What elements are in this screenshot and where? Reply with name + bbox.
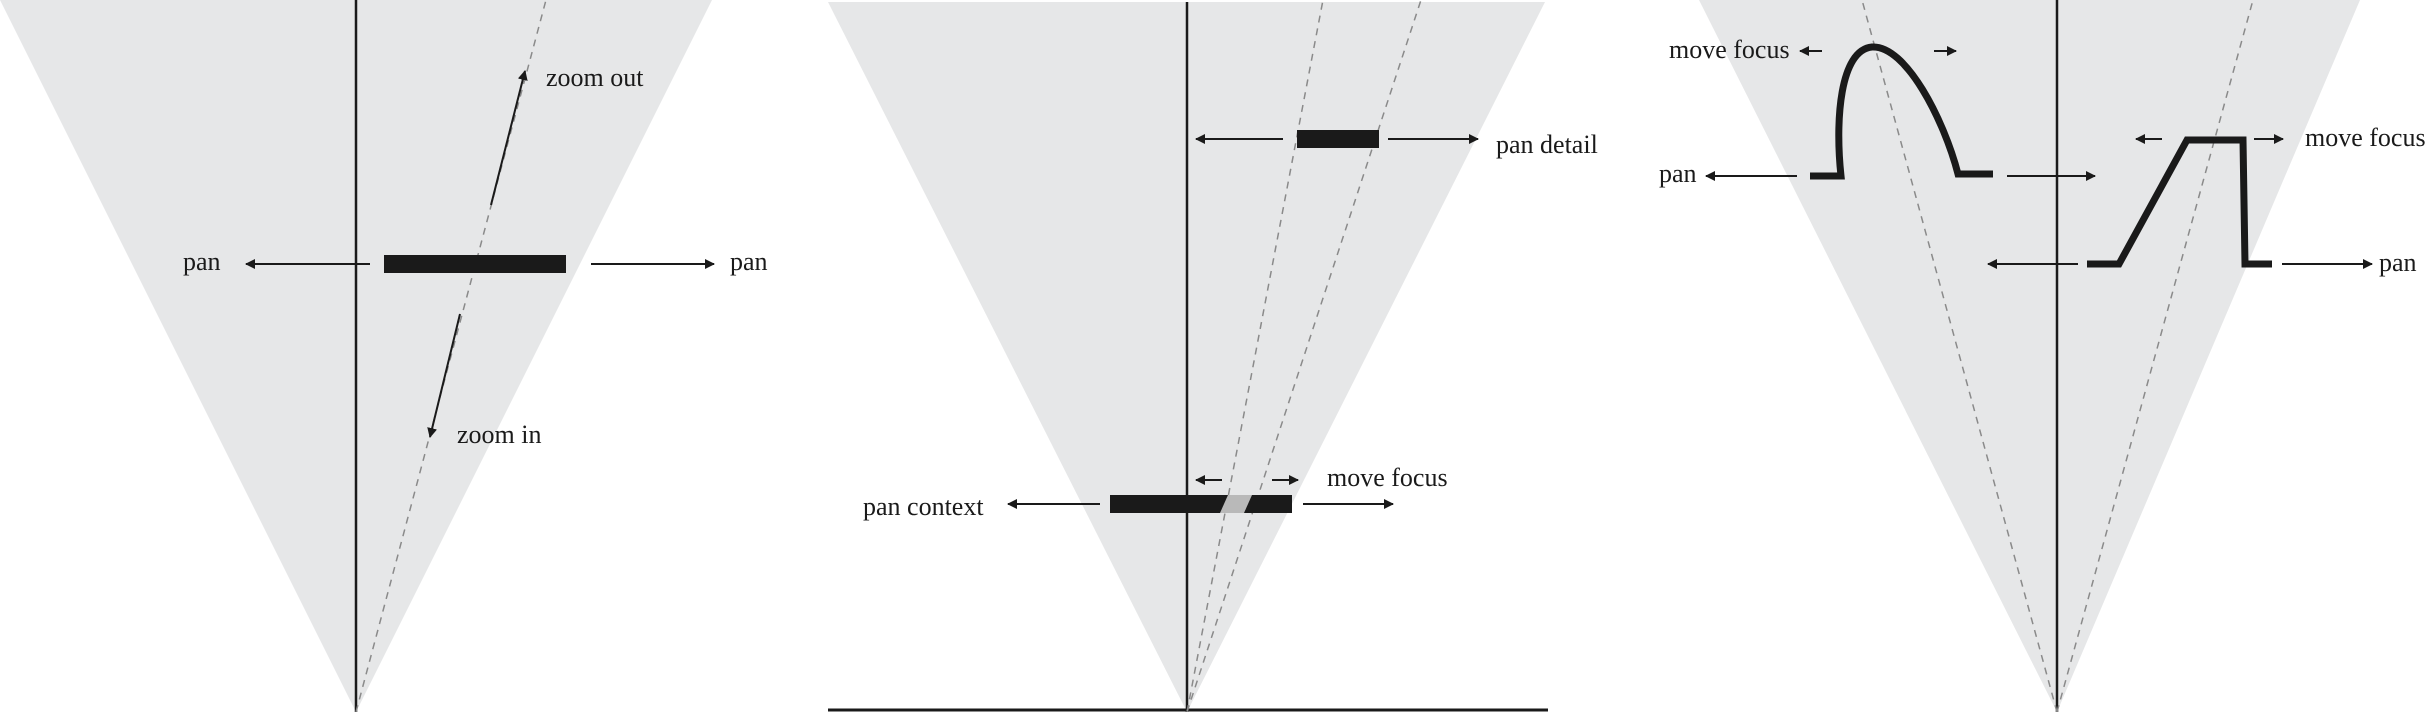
panel-3-deformed-views: move focus move focus pan pan <box>1659 0 2426 712</box>
panel-1-zoom-pan: zoom out zoom in pan pan <box>0 0 768 712</box>
dashed-sight-line-right <box>2056 0 2254 712</box>
dashed-sight-line-1 <box>1186 0 1324 712</box>
pan-context-label: pan context <box>863 492 984 521</box>
zoom-out-arrow <box>490 70 528 206</box>
move-focus-label: move focus <box>1327 463 1448 492</box>
dashed-sight-line-left <box>1861 0 2058 712</box>
trapezoid-lens-shape <box>2087 136 2272 268</box>
viewing-cone <box>1699 0 2360 712</box>
zoom-in-arrow <box>427 313 461 438</box>
detail-bar <box>1297 130 1379 148</box>
pan-upper-label: pan <box>1659 159 1697 188</box>
pan-left-label: pan <box>183 247 221 276</box>
pan-right-label: pan <box>730 247 768 276</box>
zoom-out-label: zoom out <box>546 63 644 92</box>
focus-bar <box>384 255 566 273</box>
move-focus-right-label: move focus <box>2305 123 2426 152</box>
dashed-sight-line-2 <box>1186 0 1422 712</box>
move-focus-top-label: move focus <box>1669 35 1790 64</box>
dashed-sight-line <box>355 0 547 712</box>
zoom-in-label: zoom in <box>457 420 542 449</box>
panel-2-pan-detail-context: pan detail pan context move focus <box>828 0 1598 712</box>
pan-detail-label: pan detail <box>1496 130 1598 159</box>
curved-lens-shape <box>1810 43 1993 180</box>
pan-lower-label: pan <box>2379 248 2417 277</box>
focus-highlight <box>1220 495 1252 513</box>
context-bar <box>1110 495 1292 513</box>
